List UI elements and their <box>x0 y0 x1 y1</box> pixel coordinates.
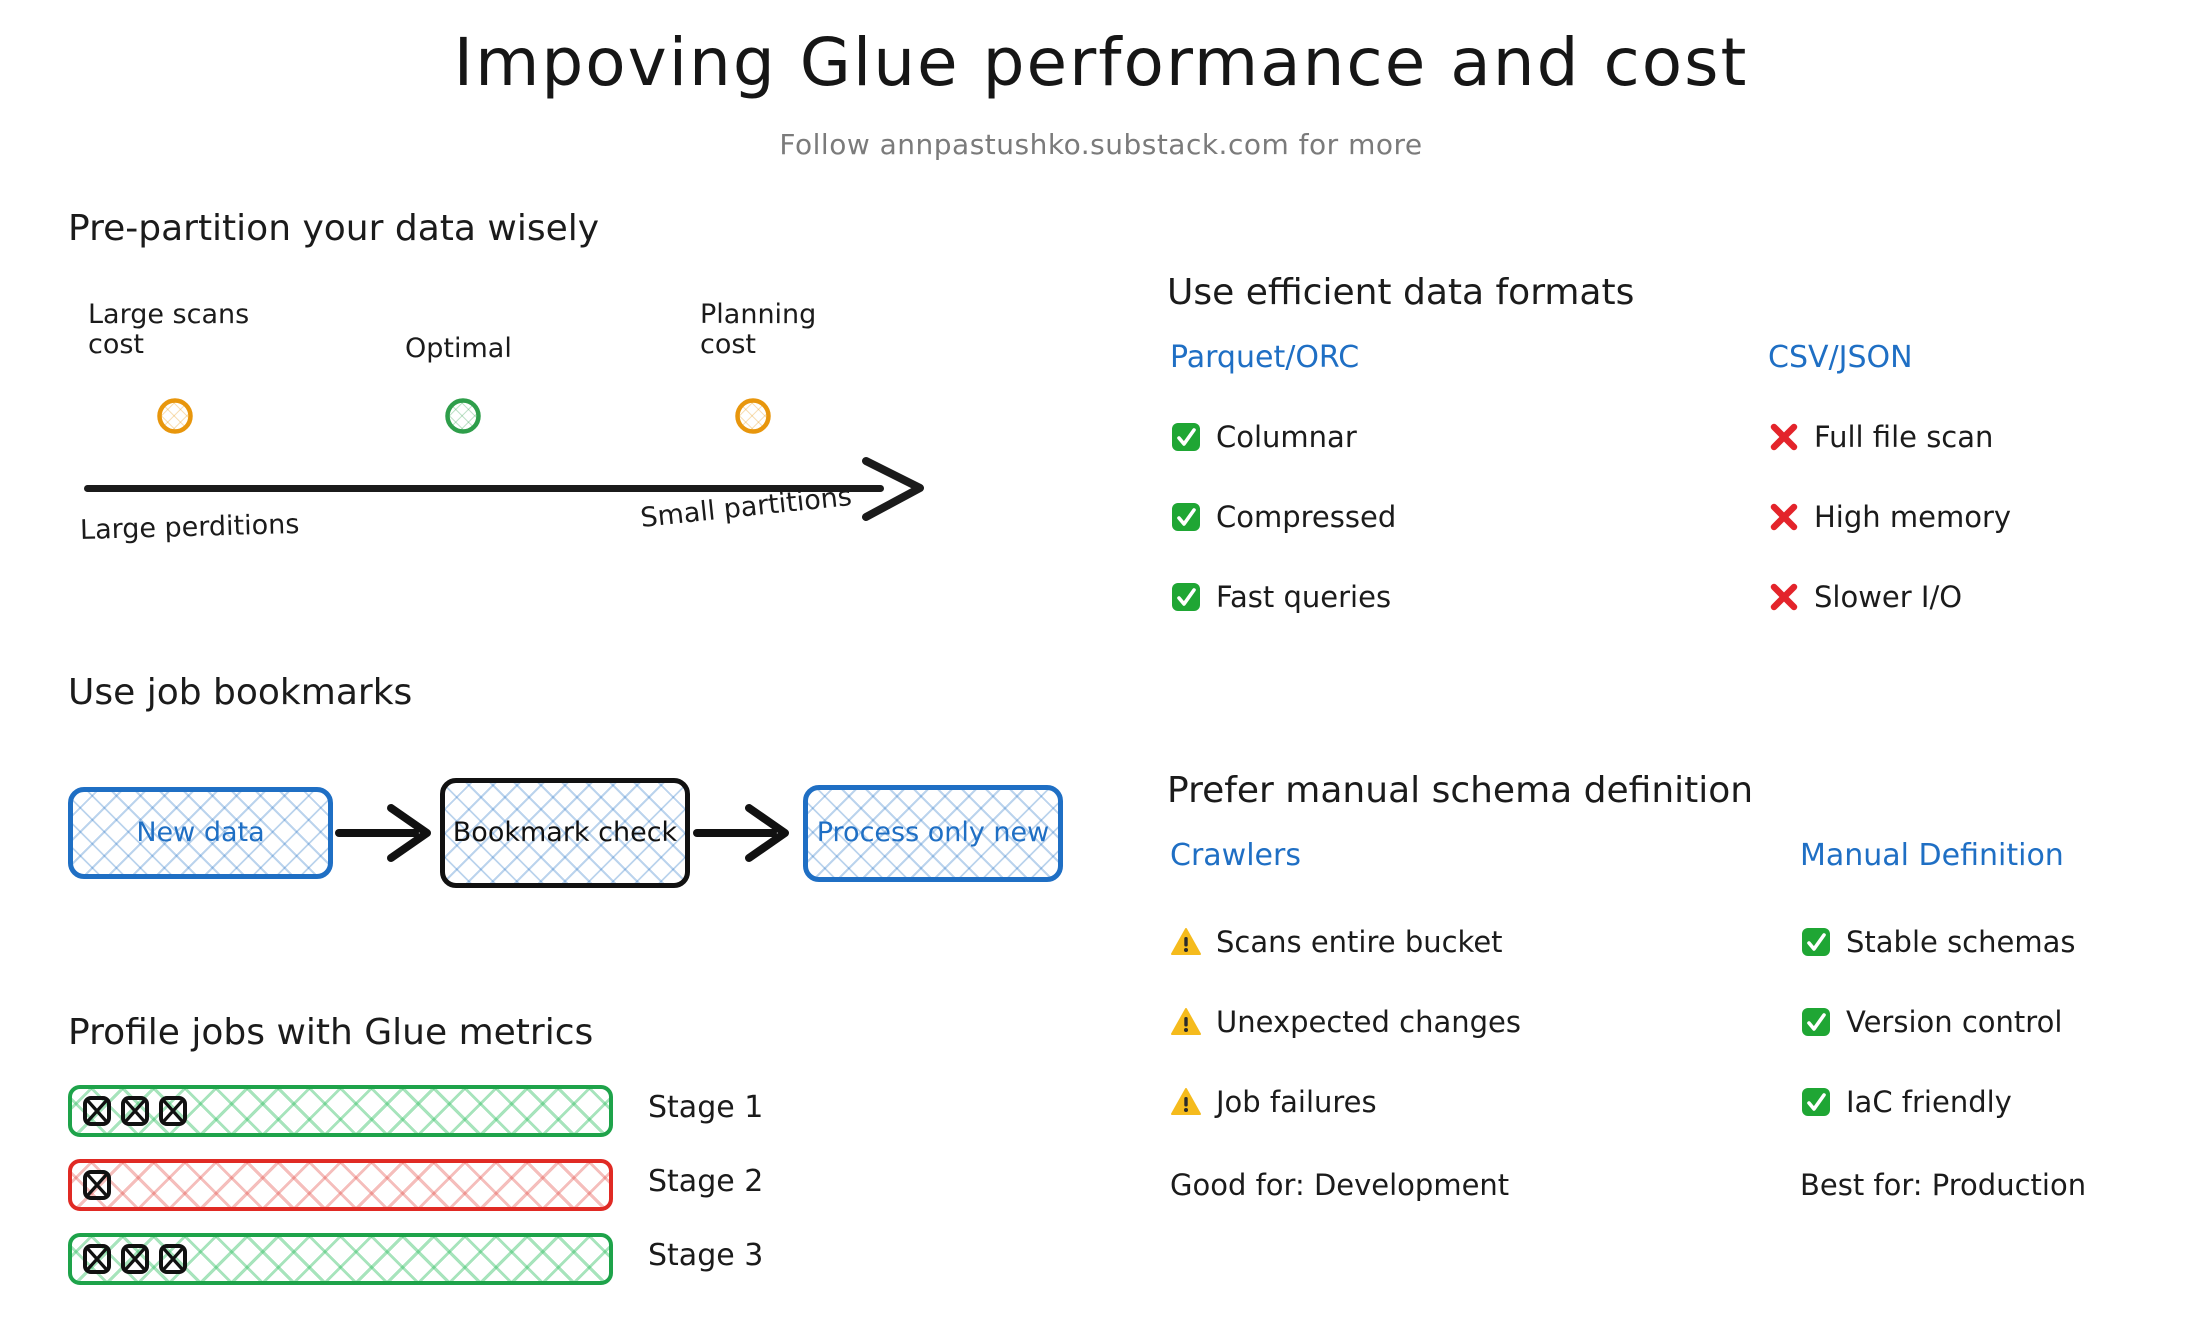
formats-item-slower-io: Slower I/O <box>1768 580 1962 614</box>
flow-arrow-1-icon <box>335 800 440 866</box>
schema-column-title-manual: Manual Definition <box>1800 838 2064 873</box>
stage-label-3: Stage 3 <box>648 1238 764 1273</box>
timeline-marker-orange-left-icon <box>155 396 195 436</box>
bookmarks-section-heading: Use job bookmarks <box>68 672 413 713</box>
stage-bar-2 <box>68 1159 613 1211</box>
check-icon <box>1172 503 1200 531</box>
formats-section-heading: Use efficient data formats <box>1167 272 1635 313</box>
task-box-icon <box>83 1096 111 1126</box>
metrics-section-heading: Profile jobs with Glue metrics <box>68 1012 594 1053</box>
schema-item-label: Stable schemas <box>1846 925 2076 959</box>
schema-column-title-crawlers: Crawlers <box>1170 838 1301 873</box>
check-icon <box>1802 1088 1830 1116</box>
schema-footer-crawlers: Good for: Development <box>1170 1168 1510 1202</box>
partition-section-heading: Pre-partition your data wisely <box>68 208 600 249</box>
timeline-marker-green-icon <box>443 396 483 436</box>
formats-item-label: Full file scan <box>1814 420 1994 454</box>
page-subtitle: Follow annpastushko.substack.com for mor… <box>779 128 1423 161</box>
stage-bar-1 <box>68 1085 613 1137</box>
flow-node-label: New data <box>136 816 265 848</box>
timeline-label-large-scans: Large scans cost <box>88 299 250 361</box>
timeline-axis-left-label: Large perditions <box>79 508 300 547</box>
formats-item-label: Slower I/O <box>1814 580 1963 614</box>
formats-item-columnar: Columnar <box>1170 420 1357 454</box>
schema-item-label: Version control <box>1846 1005 2063 1039</box>
schema-item-unexpected-changes: Unexpected changes <box>1170 1005 1521 1039</box>
formats-item-high-memory: High memory <box>1768 500 2011 534</box>
task-box-icon <box>83 1170 111 1200</box>
flow-node-new-data[interactable]: New data <box>68 787 333 879</box>
timeline-axis-arrowhead-icon <box>860 455 930 523</box>
stage-label-1: Stage 1 <box>648 1090 764 1125</box>
stage-label-2: Stage 2 <box>648 1164 764 1199</box>
schema-item-stable-schemas: Stable schemas <box>1800 925 2075 959</box>
check-icon <box>1802 928 1830 956</box>
check-icon <box>1172 583 1200 611</box>
formats-item-compressed: Compressed <box>1170 500 1396 534</box>
task-box-icon <box>121 1096 149 1126</box>
timeline-marker-orange-right-icon <box>733 396 773 436</box>
check-icon <box>1802 1008 1830 1036</box>
cross-icon <box>1770 503 1798 531</box>
formats-item-label: High memory <box>1814 500 2012 534</box>
schema-item-iac-friendly: IaC friendly <box>1800 1085 2012 1119</box>
task-box-icon <box>159 1244 187 1274</box>
formats-item-label: Compressed <box>1216 500 1397 534</box>
flow-node-process-only-new[interactable]: Process only new <box>803 785 1063 882</box>
flow-node-bookmark-check[interactable]: Bookmark check <box>440 778 690 888</box>
formats-column-title-csv: CSV/JSON <box>1768 340 1913 375</box>
cross-icon <box>1770 583 1798 611</box>
cross-icon <box>1770 423 1798 451</box>
schema-item-version-control: Version control <box>1800 1005 2062 1039</box>
schema-item-label: Scans entire bucket <box>1216 925 1503 959</box>
warning-icon <box>1171 1008 1201 1035</box>
schema-item-job-failures: Job failures <box>1170 1085 1377 1119</box>
stage-bar-3 <box>68 1233 613 1285</box>
formats-item-label: Fast queries <box>1216 580 1392 614</box>
task-box-icon <box>121 1244 149 1274</box>
schema-item-label: Job failures <box>1216 1085 1377 1119</box>
timeline-label-planning: Planning cost <box>700 299 817 361</box>
schema-section-heading: Prefer manual schema definition <box>1167 770 1754 811</box>
timeline-label-optimal: Optimal <box>405 333 512 364</box>
task-box-icon <box>83 1244 111 1274</box>
flow-node-label: Process only new <box>816 817 1050 849</box>
check-icon <box>1172 423 1200 451</box>
formats-column-title-parquet: Parquet/ORC <box>1170 340 1360 375</box>
schema-footer-manual: Best for: Production <box>1800 1168 2087 1202</box>
formats-item-full-file-scan: Full file scan <box>1768 420 1993 454</box>
warning-icon <box>1171 928 1201 955</box>
schema-item-label: Unexpected changes <box>1216 1005 1521 1039</box>
schema-item-label: IaC friendly <box>1846 1085 2012 1119</box>
warning-icon <box>1171 1088 1201 1115</box>
flow-arrow-2-icon <box>693 800 798 866</box>
flow-node-label: Bookmark check <box>452 816 678 848</box>
formats-item-fast-queries: Fast queries <box>1170 580 1391 614</box>
formats-item-label: Columnar <box>1216 420 1357 454</box>
page-title: Impoving Glue performance and cost <box>453 24 1749 101</box>
schema-item-scans-entire-bucket: Scans entire bucket <box>1170 925 1503 959</box>
task-box-icon <box>159 1096 187 1126</box>
timeline-axis-line <box>84 485 884 492</box>
